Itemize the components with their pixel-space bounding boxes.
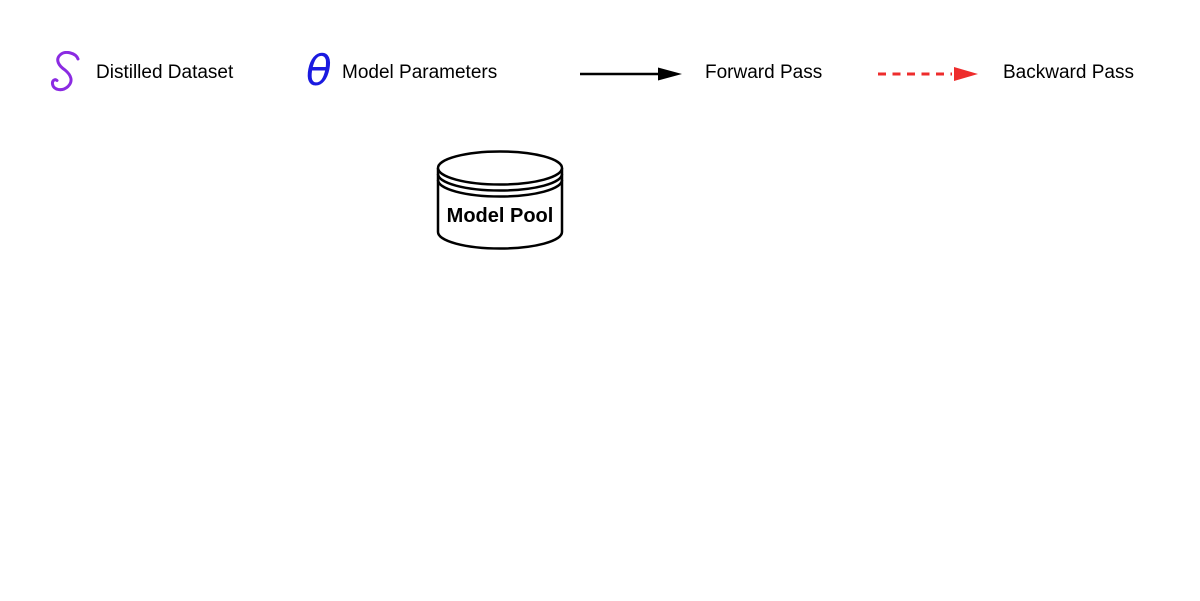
backward-pass-arrow-icon: [876, 66, 980, 82]
cylinder-ring-1: [436, 173, 564, 192]
backward-pass-label: Backward Pass: [1003, 62, 1134, 83]
cylinder-top: [436, 150, 564, 186]
forward-arrow-head: [658, 67, 682, 81]
model-pool-label: Model Pool: [446, 205, 554, 227]
backward-arrow-head: [954, 67, 978, 81]
model-parameters-label: Model Parameters: [342, 62, 498, 83]
script-s-glyph: [50, 50, 80, 92]
cylinder-ring-2: [436, 179, 564, 198]
model-pool-cylinder: [435, 148, 565, 252]
forward-pass-arrow-icon: [578, 66, 684, 82]
forward-pass-label: Forward Pass: [705, 62, 823, 83]
model-parameters-symbol: θ: [306, 46, 332, 95]
distilled-dataset-label: Distilled Dataset: [96, 62, 234, 83]
distilled-dataset-symbol-icon: [50, 50, 80, 93]
